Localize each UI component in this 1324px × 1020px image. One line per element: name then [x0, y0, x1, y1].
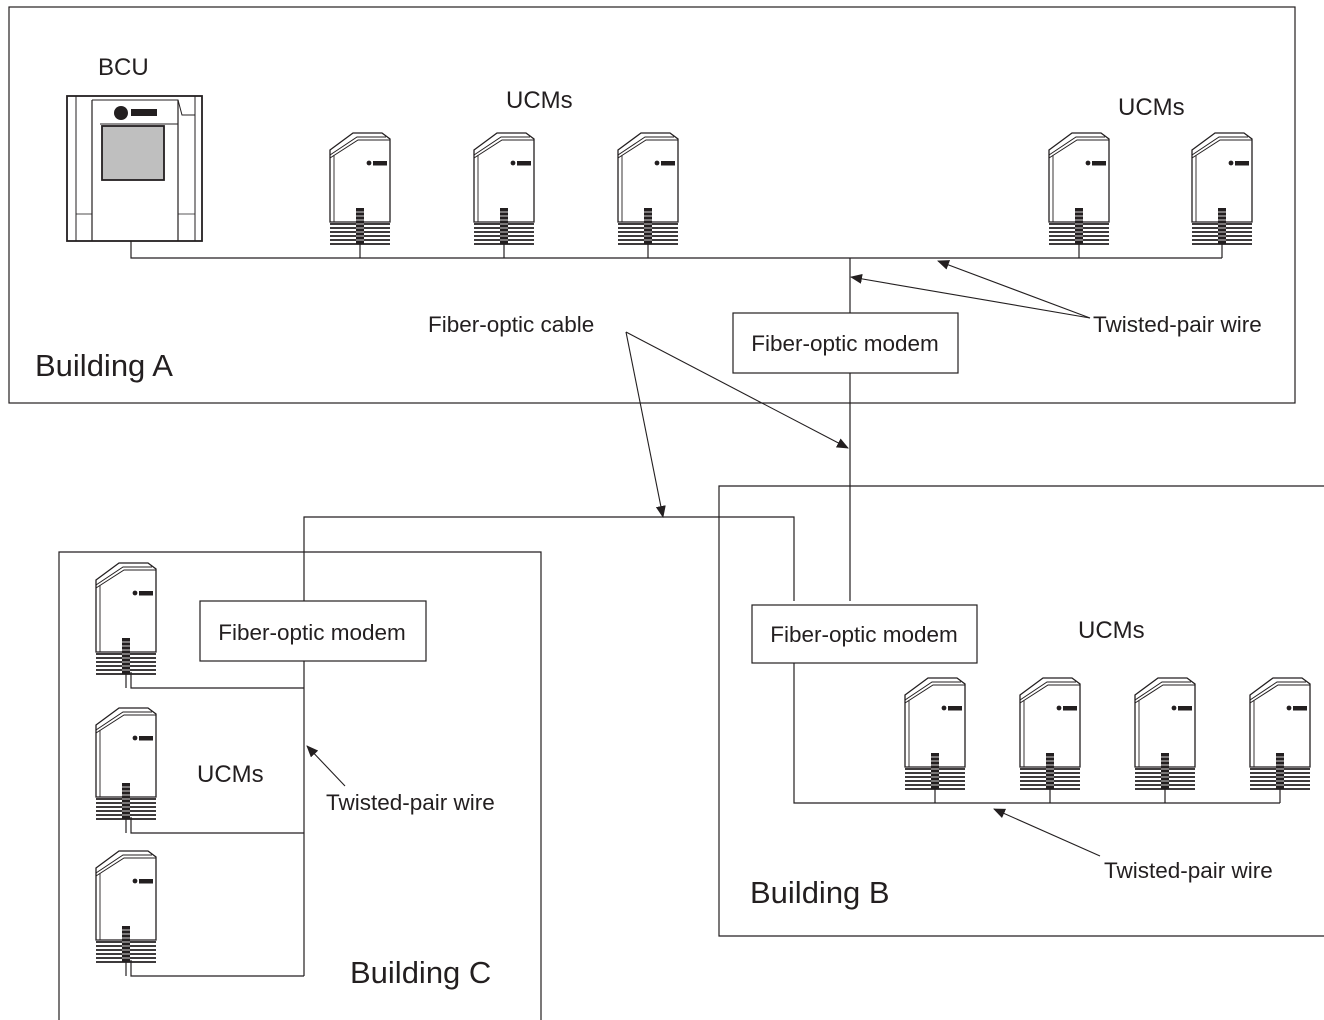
- ucm-device: [1134, 677, 1196, 804]
- twisted-pair-branch-c: [130, 960, 304, 977]
- bcu-device: [66, 95, 203, 242]
- twisted-pair-branch-c: [130, 672, 304, 689]
- twisted-pair-label-b: Twisted-pair wire: [1104, 858, 1273, 883]
- fiber-optic-cable-arrow: [625, 331, 666, 518]
- fiber-optic-cable-c-b: [303, 516, 795, 601]
- twisted-pair-arrow: [993, 808, 1101, 857]
- twisted-pair-branch-c: [130, 817, 304, 834]
- building-a-label: Building A: [35, 348, 173, 383]
- ucm-device: [1019, 677, 1081, 804]
- ucm-device: [95, 850, 157, 977]
- fiber-optic-modem-a-label: Fiber-optic modem: [751, 331, 939, 356]
- fiber-optic-cable-arrow: [625, 331, 849, 449]
- ucm-device: [1249, 677, 1311, 804]
- building-a-frame: [8, 6, 1296, 404]
- ucm-device: [95, 562, 157, 689]
- bcu-label: BCU: [98, 54, 149, 81]
- fiber-optic-modem-a: [732, 312, 959, 374]
- ucm-group-label-b: UCMs: [1078, 617, 1145, 644]
- fiber-optic-modem-c-label: Fiber-optic modem: [218, 620, 406, 645]
- twisted-pair-label-a: Twisted-pair wire: [1093, 312, 1262, 337]
- twisted-pair-bus-b: [793, 663, 1280, 804]
- ucm-device: [1191, 132, 1253, 259]
- ucm-device: [329, 132, 391, 259]
- twisted-pair-arrow: [850, 273, 1091, 319]
- building-c-label: Building C: [350, 955, 491, 990]
- building-c-frame: [58, 551, 542, 1020]
- fiber-optic-modem-b: [751, 604, 978, 664]
- fiber-optic-modem-b-label: Fiber-optic modem: [770, 622, 958, 647]
- ucm-group-label-c: UCMs: [197, 761, 264, 788]
- building-a: Building A BCU UCMs UCMs: [8, 6, 1296, 404]
- ucm-device: [95, 707, 157, 834]
- ucm-device: [617, 132, 679, 259]
- fiber-optic-modem-c: [199, 600, 427, 662]
- twisted-pair-arrow: [937, 260, 1091, 319]
- ucm-device: [904, 677, 966, 804]
- twisted-pair-bus-a: [130, 241, 1222, 259]
- building-b-label: Building B: [750, 875, 890, 910]
- twisted-pair-label-c: Twisted-pair wire: [326, 790, 495, 815]
- ucm-group-label-a1: UCMs: [506, 87, 573, 114]
- ucm-device: [1048, 132, 1110, 259]
- building-b-frame: [718, 485, 1324, 937]
- twisted-pair-arrow: [306, 745, 346, 787]
- building-c: Building C Fiber-optic modem UCMs Twiste…: [58, 551, 542, 1020]
- building-b: Building B Fiber-optic modem UCMs Twiste…: [718, 485, 1324, 937]
- ucm-device: [473, 132, 535, 259]
- fiber-optic-cable-label: Fiber-optic cable: [428, 312, 594, 337]
- ucm-group-label-a2: UCMs: [1118, 94, 1185, 121]
